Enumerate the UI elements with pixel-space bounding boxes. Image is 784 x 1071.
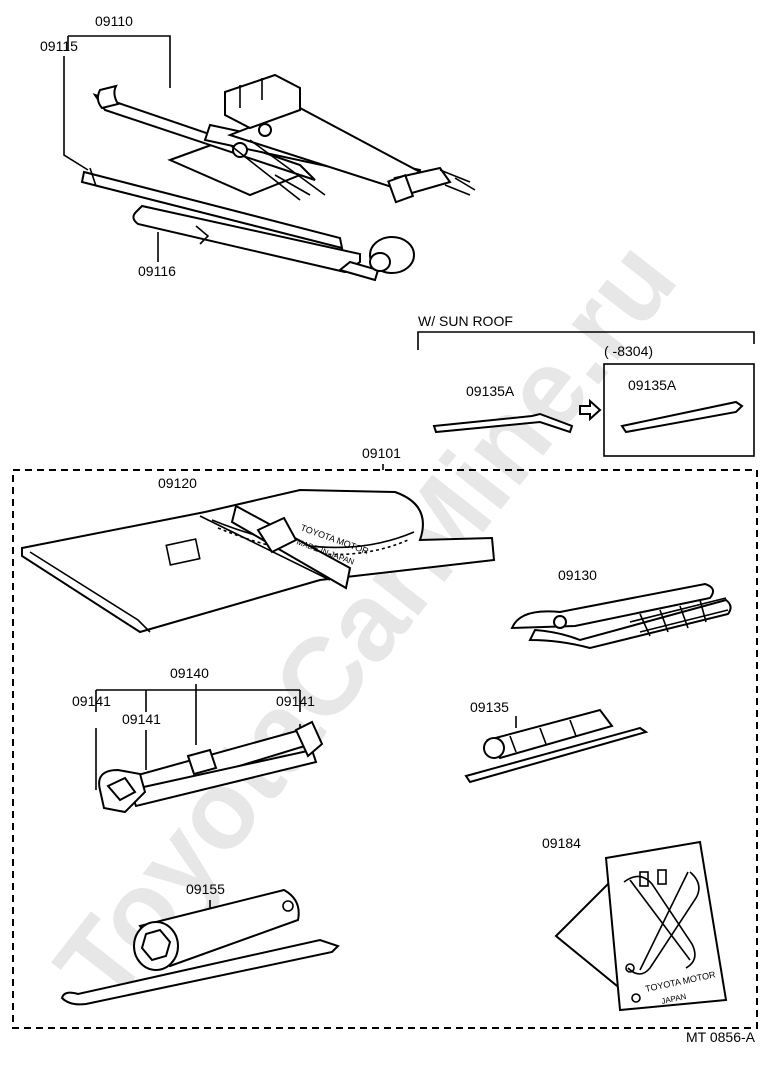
- sun-roof-bracket: [417, 331, 755, 350]
- label-screwdriver-a-right: 09135A: [628, 377, 677, 393]
- label-wheel-wrench: 09116: [138, 263, 176, 279]
- label-wrench-set: 09140: [170, 665, 209, 681]
- label-sun-roof-condition: W/ SUN ROOF: [418, 313, 513, 329]
- label-jack-handle: 09115: [40, 38, 78, 54]
- label-wrench-right: 09141: [276, 693, 315, 709]
- screwdriver-illustration: [464, 708, 649, 784]
- label-jack-assembly: 09110: [95, 13, 133, 29]
- arrow-right-icon: [579, 398, 602, 422]
- label-plug-wrench: 09155: [186, 881, 225, 897]
- screwdriver-a-right-illustration: [620, 400, 744, 434]
- tool-bag-illustration: TOYOTA MOTOR MADE IN JAPAN: [21, 488, 496, 634]
- label-wrench-left: 09141: [72, 693, 111, 709]
- pliers-illustration: [510, 582, 732, 650]
- label-date-range: ( -8304): [604, 343, 653, 359]
- tool-kit-boundary: [12, 469, 758, 1029]
- label-screwdriver-a-left: 09135A: [466, 383, 515, 399]
- jack-handle-illustration: [80, 167, 344, 250]
- diagram-code: MT 0856-A: [686, 1029, 756, 1045]
- screwdriver-a-left-illustration: [432, 412, 574, 434]
- jack-label-leaders: [63, 35, 171, 171]
- wheel-wrench-illustration: [132, 204, 415, 282]
- label-screwdriver: 09135: [470, 699, 509, 715]
- wrench-set-illustration: [98, 720, 324, 814]
- label-pliers: 09130: [558, 567, 597, 583]
- warning-plate-illustration: TOYOTA MOTOR JAPAN: [554, 840, 728, 1012]
- plug-wrench-illustration: [60, 888, 340, 1006]
- label-wrench-middle: 09141: [122, 711, 161, 727]
- label-tool-kit-assembly: 09101: [362, 445, 401, 461]
- date-range-box: [603, 363, 755, 457]
- scissor-jack-illustration: [92, 73, 476, 204]
- label-warning-plate: 09184: [542, 835, 581, 851]
- label-tool-bag: 09120: [158, 475, 197, 491]
